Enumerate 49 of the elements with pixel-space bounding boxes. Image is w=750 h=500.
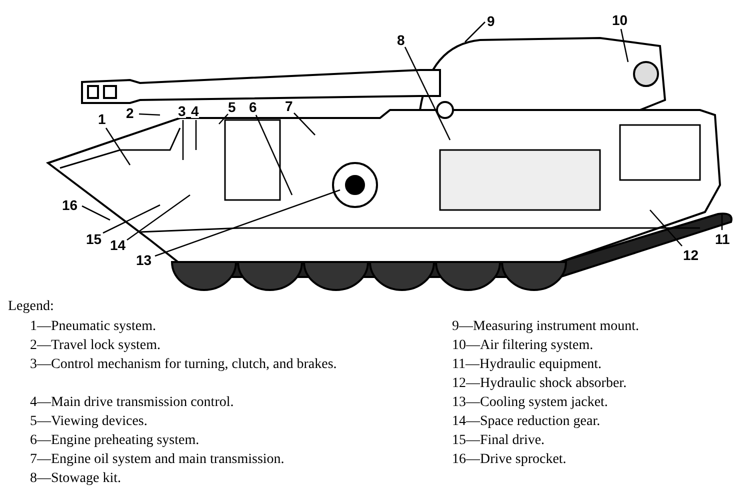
leader-line xyxy=(182,120,184,160)
callout-number: 12 xyxy=(683,248,699,262)
callout-number: 8 xyxy=(397,33,405,47)
leader-line xyxy=(294,112,316,136)
callout-number: 13 xyxy=(136,253,152,267)
leader-line xyxy=(650,210,682,246)
leader-line xyxy=(404,46,451,140)
legend-entry: 4—Main drive transmission control. xyxy=(30,394,235,412)
callout-number: 3 xyxy=(178,104,186,118)
legend-entry: 2—Travel lock system. xyxy=(30,337,162,355)
callout-number: 4 xyxy=(191,104,199,118)
leader-line xyxy=(102,204,160,234)
legend-entry: 8—Stowage kit. xyxy=(30,470,122,488)
legend-entry: 5—Viewing devices. xyxy=(30,413,148,431)
callout-number: 5 xyxy=(228,100,236,114)
callout-number: 7 xyxy=(285,99,293,113)
legend-entry: 7—Engine oil system and main transmission. xyxy=(30,451,286,469)
leader-line xyxy=(464,22,486,42)
callout-number: 14 xyxy=(110,238,126,252)
legend-entry: 1—Pneumatic system. xyxy=(30,318,157,336)
callout-number: 16 xyxy=(62,198,78,212)
leader-line xyxy=(154,189,340,257)
leader-line xyxy=(105,128,131,166)
leader-line xyxy=(126,194,190,241)
callout-number: 10 xyxy=(612,13,628,27)
callout-number: 11 xyxy=(715,232,730,246)
legend-entry: 10—Air filtering system. xyxy=(452,337,594,355)
leader-line xyxy=(620,28,629,62)
legend-entry: 9—Measuring instrument mount. xyxy=(452,318,640,336)
leader-line xyxy=(195,120,197,150)
legend-entry: 11—Hydraulic equipment. xyxy=(452,356,603,374)
legend-entry: 14—Space reduction gear. xyxy=(452,413,602,431)
leader-line xyxy=(255,114,293,196)
legend-entry: 13—Cooling system jacket. xyxy=(452,394,609,412)
leader-line xyxy=(138,113,160,116)
legend-entry: 3—Control mechanism for turning, clutch, and brakes. xyxy=(30,356,338,374)
callout-number: 1 xyxy=(98,112,106,126)
leader-line xyxy=(721,214,723,230)
leader-line xyxy=(218,114,228,124)
leader-line xyxy=(82,205,110,221)
legend-heading: Legend: xyxy=(8,298,54,315)
legend-entry: 6—Engine preheating system. xyxy=(30,432,200,450)
callout-number: 15 xyxy=(86,232,102,246)
legend-entry: 12—Hydraulic shock absorber. xyxy=(452,375,628,393)
callout-number: 9 xyxy=(487,14,495,28)
legend-entry: 15—Final drive. xyxy=(452,432,546,450)
callout-number: 2 xyxy=(126,106,134,120)
legend-entry: 16—Drive sprocket. xyxy=(452,451,568,469)
callout-number: 6 xyxy=(249,100,257,114)
